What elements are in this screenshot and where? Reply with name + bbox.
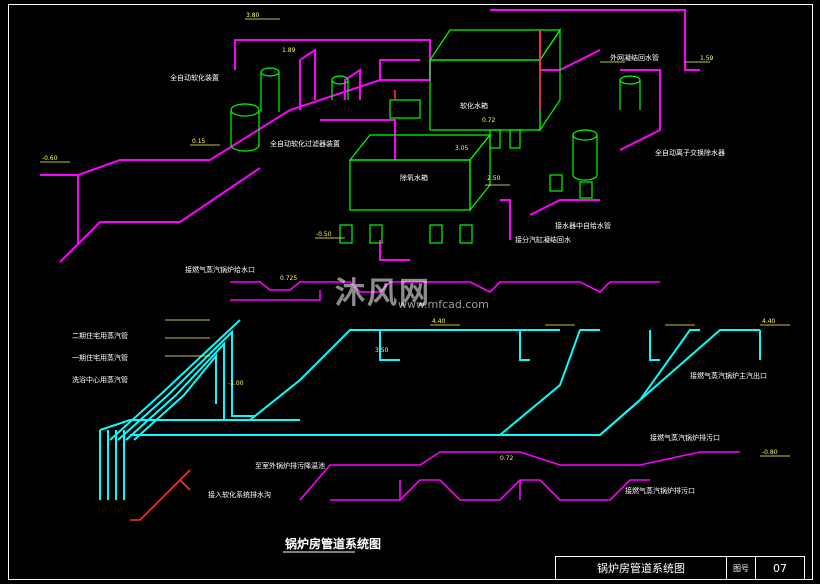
label-water-tank: 除氧水箱 <box>400 173 428 182</box>
label-supply-pipe: 接水器中自给水管 <box>555 221 611 230</box>
label-ion-exchanger: 全自动离子交换除水器 <box>655 148 725 157</box>
watermark-brand: 沐风网 <box>335 276 431 311</box>
label-boiler-outlet: 接燃气蒸汽锅炉主汽出口 <box>690 371 767 380</box>
watermark-url: www.mfcad.com <box>398 298 489 311</box>
blowdown-network <box>230 281 740 501</box>
label-filter: 全自动软化过滤器装置 <box>270 139 340 148</box>
elev-16: 0.72 <box>500 455 514 462</box>
label-boiler-blowdown: 接燃气蒸汽锅炉排污口 <box>650 433 720 442</box>
elev-9: 4.40 <box>432 318 446 325</box>
elev-1: 3.80 <box>246 12 260 19</box>
elev-10: 3.50 <box>375 347 389 354</box>
label-steam-main-2: 一期住宅用蒸汽管 <box>72 353 128 362</box>
elev-3: 0.15 <box>192 138 206 145</box>
label-return-water: 接分汽缸凝结回水 <box>515 235 571 244</box>
title-block: 锅炉房管道系统图 图号 07 <box>555 556 805 580</box>
elevation-marks <box>40 18 790 457</box>
label-drain-trench: 至室外锅炉排污降温池 <box>255 461 325 470</box>
label-boiler-feed: 接燃气蒸汽锅炉给水口 <box>185 265 255 274</box>
elev-4: -0.60 <box>42 155 58 162</box>
label-soft-tank: 软化水箱 <box>460 101 488 110</box>
labels: 全自动软化装置 全自动软化过滤器装置 软化水箱 除氧水箱 外网凝结回水管 全自动… <box>72 53 767 499</box>
label-steam-main-1: 二期住宅用蒸汽管 <box>72 331 128 340</box>
title-block-number: 07 <box>773 561 787 575</box>
elev-15: 4.40 <box>762 318 776 325</box>
label-boiler-blowdown2: 接燃气蒸汽锅炉排污口 <box>625 486 695 495</box>
elev-7: 0.72 <box>482 117 496 124</box>
equipment <box>230 28 641 244</box>
elev-12: 2.50 <box>487 175 501 182</box>
label-softener: 全自动软化装置 <box>170 73 219 82</box>
title-block-title: 锅炉房管道系统图 <box>556 557 727 579</box>
steam-pipes <box>99 319 761 500</box>
title-block-number-label: 图号 <box>727 557 756 579</box>
elevation-values: 3.80 1.89 0.15 -0.60 3.05 -0.50 0.72 -1.… <box>42 12 778 462</box>
drawing-title: 锅炉房管道系统图 <box>285 536 381 551</box>
label-steam-main-3: 洗浴中心用蒸汽管 <box>72 375 128 384</box>
label-to-drain: 接入软化系统排水沟 <box>208 490 271 499</box>
label-return-tank: 外网凝结回水管 <box>610 53 659 62</box>
elev-6: -0.50 <box>316 231 332 238</box>
elev-5: 3.05 <box>455 145 469 152</box>
elev-13: -0.80 <box>762 449 778 456</box>
elev-2: 1.89 <box>282 47 296 54</box>
water-pipes <box>40 9 700 263</box>
blowdown-pipes <box>130 30 541 521</box>
elev-8: -1.00 <box>228 380 244 387</box>
elev-14: 1.59 <box>700 55 714 62</box>
elev-11: 0.725 <box>280 275 297 282</box>
